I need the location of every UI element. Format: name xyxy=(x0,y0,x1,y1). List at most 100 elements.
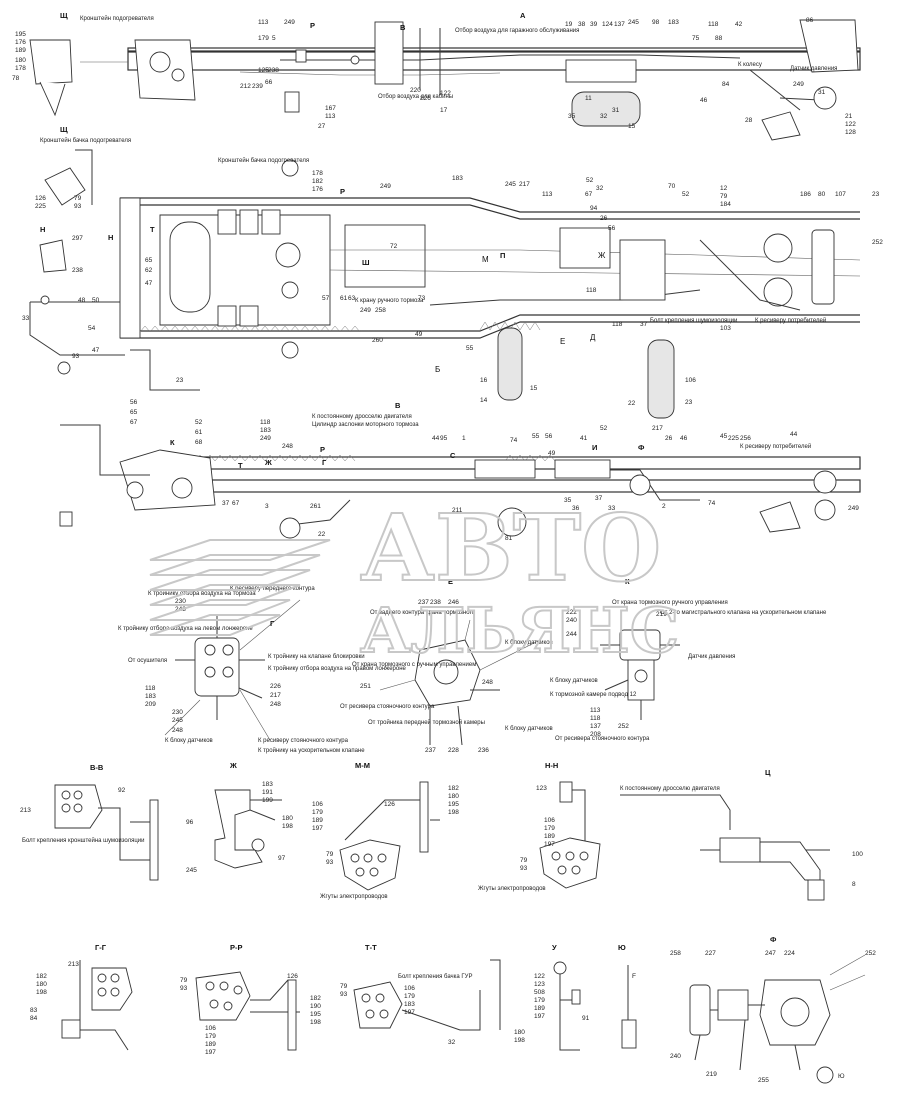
part-number: 183 xyxy=(452,175,463,182)
diagram-label: Г xyxy=(322,458,327,467)
section-tt-harness xyxy=(353,981,403,1029)
section-rr: Р-Р 79 93 126 182 190 195 198 106 179 18… xyxy=(180,943,321,1056)
part-number: 106 xyxy=(404,985,415,992)
part-number: 35 xyxy=(564,497,572,504)
watermark: АВТО АЛЬЯНС xyxy=(149,493,680,668)
diagram-label: С xyxy=(450,451,456,460)
diagram-label: Г xyxy=(270,619,275,628)
diagram-label: Н xyxy=(40,225,45,234)
part-number: 27 xyxy=(318,123,326,130)
drawing-stroke xyxy=(110,973,120,983)
part-number: 84 xyxy=(30,1015,38,1022)
part-number: 123 xyxy=(536,785,547,792)
part-number: 93 xyxy=(520,865,528,872)
drawing-stroke xyxy=(559,781,573,803)
part-number: 195 xyxy=(448,801,459,808)
drawing-stroke xyxy=(619,239,666,301)
part-number: 245 xyxy=(505,181,516,188)
drawing-stroke xyxy=(60,424,150,476)
part-number: 183 xyxy=(668,19,679,26)
drawing-stroke xyxy=(281,281,299,299)
part-number: 79 xyxy=(520,857,528,864)
main-top-callout-heater: Кронштейн бачка подогревателя xyxy=(218,157,309,164)
part-number: 79 xyxy=(340,983,348,990)
drawing-stroke xyxy=(217,305,237,327)
part-number: 113 xyxy=(542,191,553,198)
part-number: 93 xyxy=(180,985,188,992)
main-mid-view xyxy=(59,424,861,539)
part-number: 245 xyxy=(186,867,197,874)
section-f: Ф 258 227 247 224 252 240 219 255 Ю xyxy=(670,935,876,1084)
part-number: 61 xyxy=(195,429,203,436)
diagram-label: Жгуты электропроводов xyxy=(478,886,546,892)
bracket-sh-callout: Кронштейн бачка подогревателя xyxy=(40,137,131,144)
part-number: 70 xyxy=(668,183,676,190)
part-number: 209 xyxy=(145,701,156,708)
part-number: 56 xyxy=(545,433,553,440)
part-number: 186 xyxy=(800,191,811,198)
part-number: 118 xyxy=(586,287,597,294)
diagram-label: К тройнику на ускорительном клапане xyxy=(258,747,365,754)
drawing-stroke xyxy=(239,209,259,235)
part-number: 225 xyxy=(728,435,739,442)
diagram-label: От ресивера стояночного контура xyxy=(340,704,435,710)
part-number: 54 xyxy=(88,325,96,332)
drawing-stroke xyxy=(287,979,297,1051)
top-view xyxy=(29,19,861,141)
diagram-label: К тройнику отбора воздуха на правом лонж… xyxy=(268,665,407,672)
drawing-stroke xyxy=(759,501,801,533)
drawing-stroke xyxy=(749,69,821,111)
drawing-stroke xyxy=(98,807,150,861)
part-number: 179 xyxy=(312,809,323,816)
drawing-stroke xyxy=(97,973,107,983)
part-number: 217 xyxy=(270,692,281,699)
part-number: 106 xyxy=(544,817,555,824)
part-number: 125 xyxy=(258,67,269,74)
part-number: 22 xyxy=(318,531,326,538)
part-number: 178 xyxy=(15,65,26,72)
part-number: 15 xyxy=(628,123,636,130)
part-number: 92 xyxy=(118,787,126,794)
part-number: 47 xyxy=(92,347,100,354)
drawing-stroke xyxy=(284,91,300,113)
part-number: 118 xyxy=(590,715,601,722)
main-top-callout-receiver: К ресиверу потребителей xyxy=(755,317,826,324)
drawing-stroke xyxy=(39,239,67,273)
top-view-labels: А Щ В Р Кронштейн подогревателя Отбор во… xyxy=(12,11,856,136)
part-number: 16 xyxy=(480,377,488,384)
drawing-stroke xyxy=(164,599,301,741)
diagram-label: К тормозной камере подвод 12 xyxy=(550,691,637,698)
drawing-stroke xyxy=(149,799,159,881)
diagram-label: К xyxy=(625,577,630,586)
drawing-stroke xyxy=(139,325,361,333)
part-number: 249 xyxy=(848,505,859,512)
bracket-sh-title: Щ xyxy=(60,125,68,134)
drawing-stroke xyxy=(717,989,749,1021)
part-number: 249 xyxy=(793,81,804,88)
diagram-label: Т-Т xyxy=(365,943,377,952)
drawing-stroke xyxy=(126,481,144,499)
part-number: 182 xyxy=(448,785,459,792)
part-number: 5 xyxy=(272,35,276,42)
part-number: 249 xyxy=(260,435,271,442)
part-number: 56 xyxy=(608,225,616,232)
diagram-label: П xyxy=(500,251,505,260)
drawing-stroke xyxy=(219,981,229,991)
drawing-stroke xyxy=(329,269,861,277)
diagram-label: М xyxy=(482,255,489,264)
part-number: 213 xyxy=(20,807,31,814)
part-number: 297 xyxy=(72,235,83,242)
part-number: 183 xyxy=(260,427,271,434)
diagram-label: От крана тормозного ручного управления xyxy=(612,600,728,606)
detail-g-labels: Г К тройнику отбора воздуха на тормоза К… xyxy=(118,586,407,754)
diagram-label: Р xyxy=(320,445,325,454)
part-number: 57 xyxy=(322,295,330,302)
part-number: 93 xyxy=(340,991,348,998)
section-yu: Ю F xyxy=(618,943,637,1049)
drawing-stroke xyxy=(39,81,66,117)
drawing-stroke xyxy=(554,459,611,479)
section-yu-plug xyxy=(621,1019,637,1049)
part-number: 66 xyxy=(265,79,273,86)
part-number: 42 xyxy=(735,21,743,28)
part-number: 97 xyxy=(278,855,286,862)
